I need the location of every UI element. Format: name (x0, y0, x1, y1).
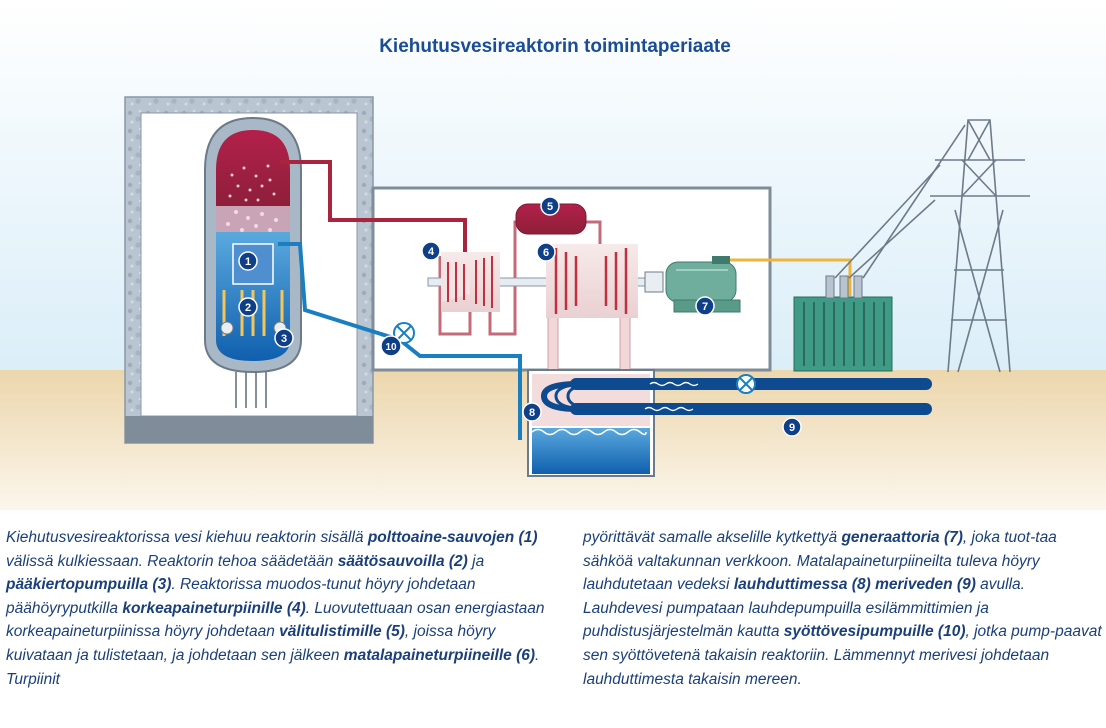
badge-2: 2 (238, 297, 258, 317)
badge-9: 9 (782, 417, 802, 437)
badge-6: 6 (536, 242, 556, 262)
caption-segment: . Turpiinit (6, 646, 540, 688)
caption-segment: ja (467, 552, 485, 570)
svg-text:6: 6 (543, 247, 549, 259)
badge-10: 10 (380, 335, 402, 357)
caption-segment: , joka tuot-taa sähköä valtakunnan verkk… (583, 529, 1057, 594)
badge-5: 5 (540, 196, 560, 216)
caption-segment: meriveden (9) (875, 576, 976, 594)
caption-segment: . Reaktorissa muodos-tunut höyry johdeta… (6, 576, 476, 617)
badge-3: 3 (274, 328, 294, 348)
caption-segment: säätösauvoilla (2) (337, 552, 468, 570)
shaft-coupling (644, 271, 664, 293)
caption-segment: , jotka pump-paavat sen syöttövetenä tak… (583, 623, 1102, 688)
caption-segment: generaattoria (7) (841, 529, 963, 546)
lp-turbine (546, 244, 638, 318)
reactor-vessel (204, 116, 302, 408)
diagram-title: Kiehutusvesireaktorin toimintaperiaate (379, 36, 731, 57)
caption-segment: Kiehutusvesireaktorissa vesi kiehuu reak… (6, 529, 368, 546)
svg-text:10: 10 (385, 342, 397, 353)
badge-8: 8 (522, 402, 542, 422)
caption-left: Kiehutusvesireaktorissa vesi kiehuu reak… (6, 526, 546, 691)
caption-right: pyörittävät samalle akselille kytkettyä … (583, 526, 1103, 691)
badge-1: 1 (238, 251, 258, 271)
bwr-diagram: Kiehutusvesireaktorin toimintaperiaate (0, 0, 1106, 510)
caption-segment: pääkiertopumpuilla (3) (6, 576, 172, 594)
transformer (793, 275, 893, 372)
svg-text:1: 1 (245, 256, 251, 268)
sea-water-pump-icon (736, 374, 756, 394)
svg-text:8: 8 (529, 407, 535, 419)
feedwater-pump-icon (393, 322, 415, 344)
badge-4: 4 (421, 241, 441, 261)
svg-text:5: 5 (547, 201, 553, 213)
svg-text:2: 2 (245, 302, 251, 314)
caption-segment: syöttövesipumpuille (10) (783, 623, 966, 641)
caption-segment: lauhduttimessa (8) (733, 576, 871, 594)
power-cable (730, 258, 852, 296)
caption-segment: korkeapaineturpiinille (4) (122, 599, 306, 617)
caption-segment: avulla. Lauhdevesi pumpataan lauhdepumpu… (583, 576, 1025, 641)
main-steam-pipe (280, 160, 467, 262)
caption-segment: välissä kulkiessaan. Reaktorin tehoa sää… (6, 552, 338, 570)
caption-segment: . Luovutettuaan osan energiastaan korkea… (6, 599, 545, 641)
svg-text:3: 3 (281, 333, 287, 345)
hp-turbine (441, 252, 500, 312)
pylon-icon (834, 119, 1030, 373)
caption-segment: , joissa höyry kuivataan ja tulistetaan,… (6, 623, 496, 664)
caption-segment: polttoaine-sauvojen (1) (367, 529, 538, 546)
wave-icon (644, 381, 699, 412)
caption-segment: välitulistimille (5) (279, 623, 405, 641)
reheater-pipe (438, 256, 472, 336)
svg-text:4: 4 (428, 246, 435, 258)
svg-text:7: 7 (702, 301, 708, 313)
caption-segment: matalapaineturpiineille (6) (343, 646, 536, 664)
svg-text:9: 9 (789, 422, 795, 434)
badge-7: 7 (695, 296, 715, 316)
caption-segment: pyörittävät samalle akselille kytkettyä (583, 529, 842, 546)
